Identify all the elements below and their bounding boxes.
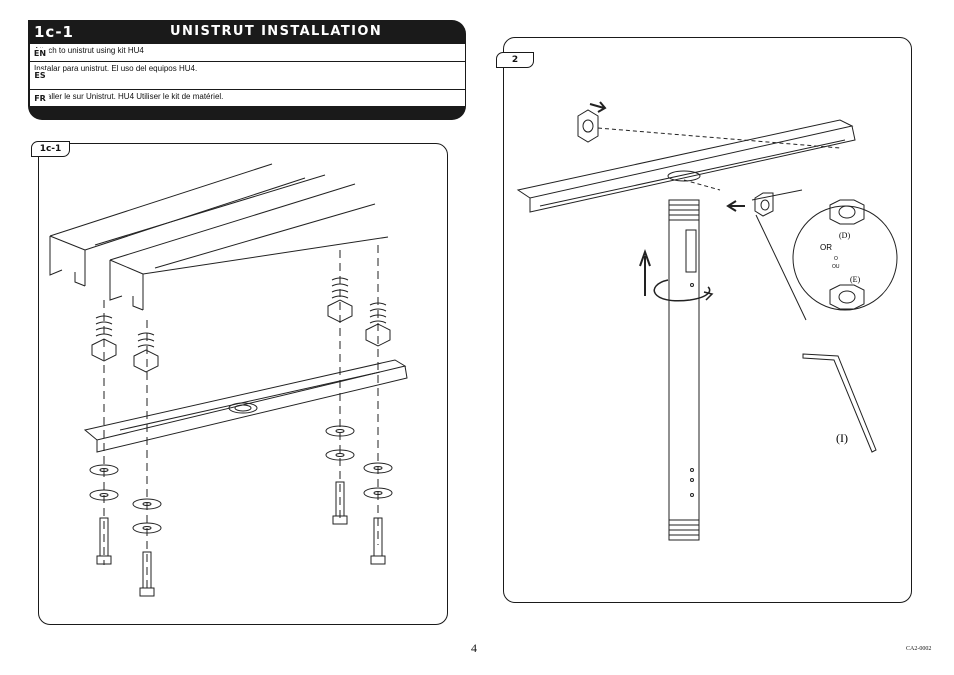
panel-step-1c-1 (38, 143, 448, 625)
page-title: UNISTRUT INSTALLATION (170, 24, 383, 39)
instruction-text: Installer le sur Unistrut. HU4 Utiliser … (34, 92, 224, 101)
label-o: O (834, 256, 838, 262)
fitting-d (829, 199, 865, 225)
washers-right (325, 425, 393, 499)
reducer-fitting (577, 109, 599, 143)
mounting-bracket (83, 359, 408, 453)
instruction-text: Attach to unistrut using kit HU4 (34, 46, 144, 55)
label-d: (D) (839, 231, 850, 240)
fitting-e (829, 284, 865, 310)
page-number: 4 (471, 641, 477, 655)
callout-circle (751, 189, 898, 321)
instruction-row-fr: Installer le sur Unistrut. HU4 Utiliser … (30, 90, 465, 106)
panel-tab-1c-1: 1c-1 (31, 141, 70, 157)
panel-step-2 (503, 37, 912, 603)
spring-right-2 (365, 302, 391, 347)
bolt-left (96, 517, 155, 597)
lang-badge-fr: FR (31, 93, 49, 104)
label-or: OR (820, 243, 832, 252)
arrow-up-icon (639, 249, 651, 296)
spring-left-2 (133, 332, 159, 373)
hex-wrench-icon (802, 353, 877, 453)
step-label: 1c-1 (34, 23, 74, 41)
instruction-text: Instalar para unistrut. El uso del equip… (34, 64, 198, 73)
fitting-small (754, 192, 774, 217)
washers-left (89, 464, 162, 534)
unistrut-channel-back (49, 163, 326, 287)
extension-pole (668, 199, 700, 541)
guide-line (597, 127, 841, 149)
panel-tab-2: 2 (496, 52, 534, 68)
label-ou: OU (832, 264, 840, 270)
lang-badge-en: EN (31, 48, 49, 59)
spring-left (91, 315, 117, 362)
bolt-right (332, 481, 386, 565)
label-e: (E) (850, 275, 861, 284)
label-wrench: (I) (836, 431, 848, 445)
arrow-left-icon (726, 200, 745, 212)
guide-line-2 (683, 179, 721, 191)
rotate-arrow-icon (653, 279, 711, 302)
lang-badge-es: ES (31, 70, 49, 81)
instruction-row-en: Attach to unistrut using kit HU4 (30, 44, 465, 62)
unistrut-channel-front (109, 183, 389, 311)
spring-right (327, 277, 353, 323)
instruction-row-es: Instalar para unistrut. El uso del equip… (30, 62, 465, 90)
ceiling-plate (516, 119, 856, 213)
document-code: CA2-0002 (906, 646, 932, 652)
arrow-icon (589, 101, 607, 113)
